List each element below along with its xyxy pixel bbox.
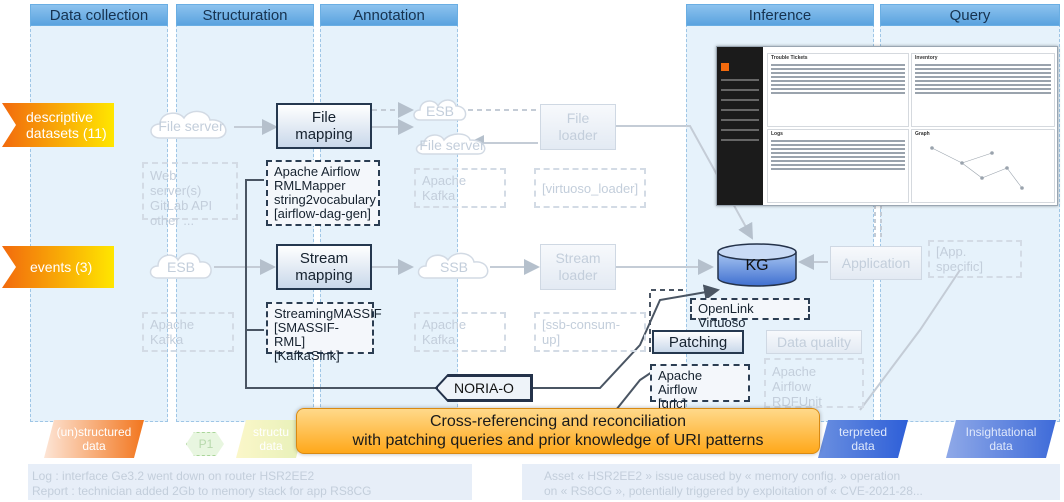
structured-data-chevron: structu data [236,420,306,458]
datasets-count-label: datasets (11) [26,125,107,141]
dashboard-panel-graph: Graph [911,129,1055,203]
file-mapping-box: File mapping [276,103,372,149]
dashboard-sidebar [717,47,763,205]
stream-loader-box: Stream loader [540,244,616,290]
lane-header-data-collection: Data collection [30,4,168,26]
report-example-text: Report : technician added 2Gb to memory … [32,484,372,498]
dashboard-panel-logs: Logs [767,129,909,203]
ssb-cloud: SSB [414,248,494,286]
patching-tools: Apache Airflow [grlc] [650,364,750,411]
kg-label: KG [745,257,769,274]
p1-hexagon: P1 [186,432,224,456]
dashboard-panel-inventory: Inventory [911,53,1055,127]
file-mapping-tools: Apache Airflow RMLMapper string2vocabula… [266,160,380,226]
file-loader-box: File loader [540,104,616,150]
stream-mapping-box: Stream mapping [276,244,372,290]
descriptive-label: descriptive [26,109,93,125]
descriptive-datasets-source: descriptive datasets (11) [2,103,114,147]
data-quality-box: Data quality [766,330,862,354]
app-specific-tool: [App. specific] [928,240,1022,278]
banner-line-1: Cross-referencing and reconciliation [429,413,687,430]
file-server-cloud-annotation: File server [412,130,492,160]
dashboard-screenshot: Trouble Tickets Inventory Logs Graph [716,46,1058,206]
asset-example-text: Asset « HSR2EE2 » issue caused by « memo… [544,469,901,483]
asset-on-example-text: on « RS8CG », potentially triggered by e… [544,484,923,498]
events-source: events (3) [2,246,114,288]
log-example-text: Log : interface Ge3.2 went down on route… [32,469,315,483]
stream-mapping-tools: StreamingMASSIF [SMASSIF-RML] [KafkaSink… [266,302,382,363]
apache-kafka-annotation-1: Apache Kafka [414,168,506,208]
banner-line-2: with patching queries and prior knowledg… [352,432,764,449]
events-label: events (3) [30,259,93,275]
lane-data-collection [30,4,168,422]
lane-header-inference: Inference [686,4,874,26]
noria-o-outline [435,374,533,402]
asset-example-panel [522,464,1060,500]
interpreted-data-chevron: terpreted data [818,420,908,458]
dashboard-panel-tickets: Trouble Tickets [767,53,909,127]
esb-cloud-collection: ESB [146,248,216,286]
apache-kafka-annotation-2: Apache Kafka [414,312,506,352]
orange-logo-icon [721,63,729,71]
lane-header-structuration: Structuration [176,4,314,26]
ssb-consum-up-tool: [ssb-consum-up] [534,312,646,352]
unstructured-data-chevron: (un)structured data [44,420,144,458]
patching-box: Patching [652,330,744,354]
lane-header-annotation: Annotation [320,4,458,26]
application-box: Application [830,246,922,280]
esb-cloud-annotation: ESB [410,96,470,126]
lane-header-query: Query [880,4,1060,26]
cross-referencing-banner: Cross-referencing and reconciliation wit… [296,408,820,454]
file-server-cloud: File server [146,106,236,146]
openlink-virtuoso-tool: OpenLink Virtuoso [690,298,810,330]
data-quality-tools: Apache Airflow RDFUnit SHACL [764,358,864,424]
virtuoso-loader-tool: [virtuoso_loader] [534,168,646,208]
insight-data-chevron: Insightational data [946,420,1056,458]
apache-kafka-collection: Apache Kafka [142,312,234,352]
graph-network-icon [930,146,1024,190]
kg-database: KG [716,243,798,287]
web-server-tools: Web server(s) GitLab API other ... [142,162,238,228]
log-example-panel [28,464,472,500]
